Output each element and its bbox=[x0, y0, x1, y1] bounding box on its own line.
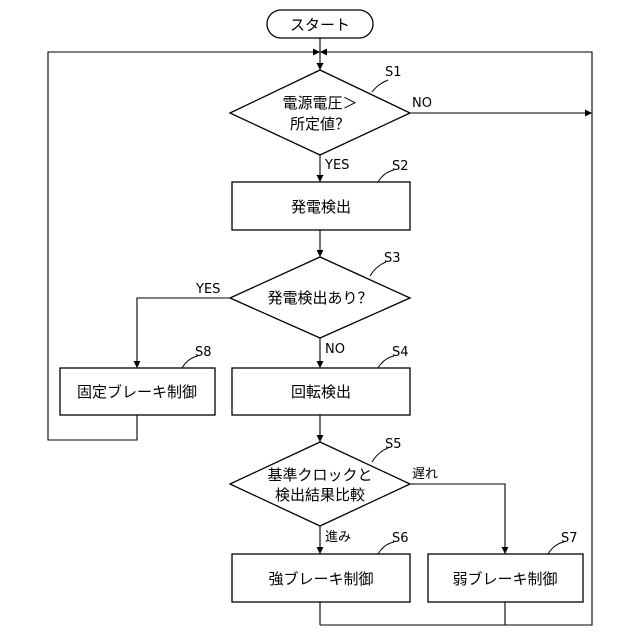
edge-s1-yes: YES bbox=[324, 158, 349, 173]
edge-s5-late: 遅れ bbox=[412, 467, 438, 482]
process-s2-label: 発電検出 bbox=[291, 198, 351, 216]
step-s1-leader bbox=[372, 80, 388, 92]
step-s4-label: S4 bbox=[392, 345, 409, 360]
decision-s5-line2: 検出結果比較 bbox=[275, 486, 365, 504]
edge-s3-no: NO bbox=[325, 342, 345, 357]
process-s6-label: 強ブレーキ制御 bbox=[268, 570, 373, 588]
connector-s5-s7 bbox=[410, 484, 505, 554]
edge-s3-yes: YES bbox=[195, 282, 220, 297]
connector-right-loop bbox=[320, 52, 592, 625]
process-s8-label: 固定ブレーキ制御 bbox=[77, 383, 197, 401]
process-s7-label: 弱ブレーキ制御 bbox=[452, 570, 557, 588]
decision-s1-line2: 所定値？ bbox=[290, 115, 350, 133]
decision-s5 bbox=[230, 442, 410, 526]
step-s5-label: S5 bbox=[385, 437, 402, 452]
step-s1-label: S1 bbox=[385, 65, 402, 80]
step-s3-label: S3 bbox=[384, 251, 401, 266]
decision-s3-label: 発電検出あり？ bbox=[267, 289, 372, 307]
connector-s3-s8 bbox=[137, 298, 230, 368]
edge-s5-ahead: 進み bbox=[325, 530, 351, 545]
step-s8-label: S8 bbox=[195, 345, 212, 360]
step-s6-label: S6 bbox=[392, 531, 409, 546]
start-label: スタート bbox=[290, 16, 350, 34]
decision-s5-line1: 基準クロックと bbox=[267, 466, 372, 484]
process-s4-label: 回転検出 bbox=[291, 383, 351, 401]
step-s2-label: S2 bbox=[392, 159, 409, 174]
edge-s1-no: NO bbox=[412, 96, 432, 111]
decision-s1-line1: 電源電圧＞ bbox=[282, 94, 357, 112]
step-s7-label: S7 bbox=[561, 531, 578, 546]
